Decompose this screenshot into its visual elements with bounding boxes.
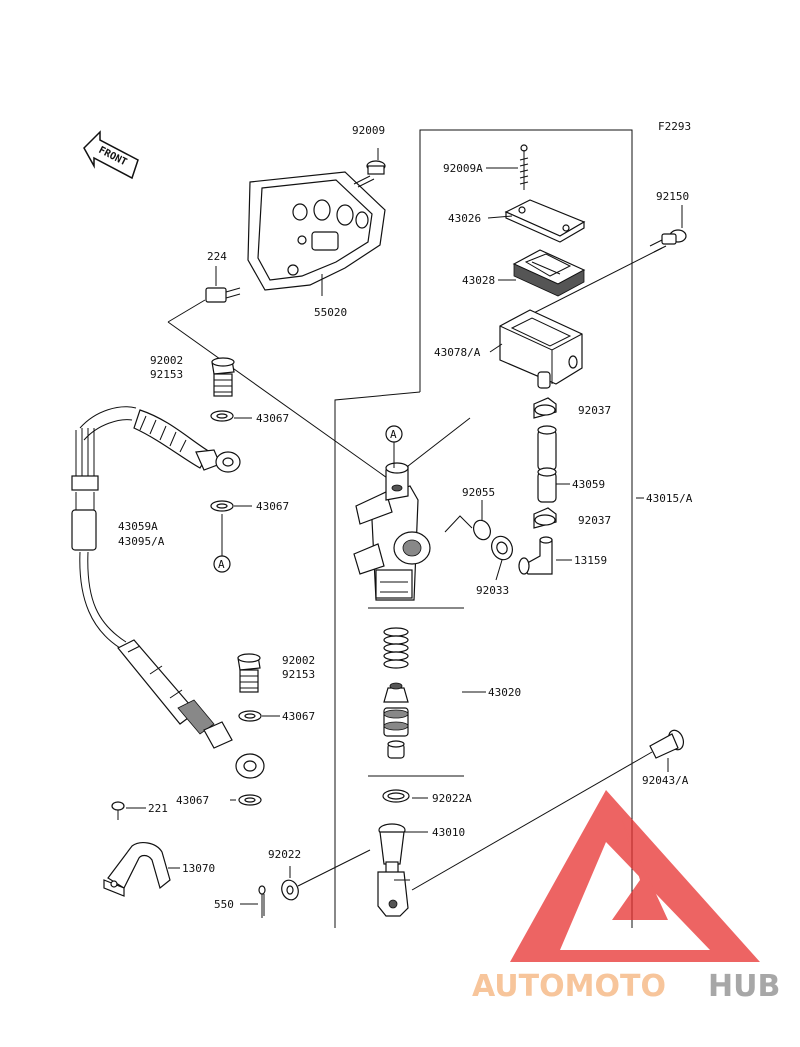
o-ring-part xyxy=(473,519,491,541)
svg-text:A: A xyxy=(218,558,225,571)
label-92002-top: 92002 xyxy=(150,354,183,367)
washer-43067-4-part xyxy=(238,794,262,806)
label-43067-2: 43067 xyxy=(256,500,289,513)
callout-a-top: A xyxy=(385,425,403,468)
guard-plate-part xyxy=(247,171,386,291)
label-43067-3: 43067 xyxy=(282,710,315,723)
label-43078a: 43078/A xyxy=(434,346,481,359)
label-43015a: 43015/A xyxy=(646,492,693,505)
piston-assembly-part xyxy=(383,627,409,759)
reservoir-part xyxy=(499,309,583,389)
label-92055: 92055 xyxy=(462,486,495,499)
cotter-pin-part xyxy=(240,885,266,918)
label-13159: 13159 xyxy=(574,554,607,567)
clamp-92037-bottom-part xyxy=(533,507,557,529)
banjo-bolt-top-part xyxy=(211,357,235,397)
push-rod-part xyxy=(377,823,410,917)
label-92009: 92009 xyxy=(352,124,385,137)
label-92043a: 92043/A xyxy=(642,774,689,787)
callout-a-left: A xyxy=(213,514,231,573)
bolt-92009-part xyxy=(353,148,386,188)
screw-92009a-part xyxy=(519,144,529,190)
label-92037-top: 92037 xyxy=(578,404,611,417)
washer-92033-part xyxy=(491,535,513,561)
watermark-text-hub: HUB xyxy=(708,969,780,1004)
label-43020: 43020 xyxy=(488,686,521,699)
circlip-part xyxy=(382,789,410,803)
frame-lines xyxy=(167,129,633,928)
label-92153-mid: 92153 xyxy=(282,668,315,681)
label-92022a: 92022A xyxy=(432,792,472,805)
label-92033: 92033 xyxy=(476,584,509,597)
label-55020: 55020 xyxy=(314,306,347,319)
hose-clamp-part xyxy=(103,842,180,897)
elbow-fitting-part xyxy=(518,536,553,575)
label-92153-top: 92153 xyxy=(150,368,183,381)
watermark-text-automoto: AUTOMOTO xyxy=(472,969,666,1004)
washer-92022-part xyxy=(281,849,371,901)
figure-code: F2293 xyxy=(658,120,691,133)
label-43067-4: 43067 xyxy=(176,794,209,807)
reservoir-cap-part xyxy=(504,199,586,243)
pin-92043a-part xyxy=(411,729,685,891)
label-224: 224 xyxy=(207,250,227,263)
label-43010: 43010 xyxy=(432,826,465,839)
screw-221-part xyxy=(111,801,146,820)
label-221: 221 xyxy=(148,802,168,815)
clamp-92037-top-part xyxy=(533,397,557,419)
label-43028: 43028 xyxy=(462,274,495,287)
hose-43059-part xyxy=(537,425,557,503)
svg-text:A: A xyxy=(390,428,397,441)
label-43067-1: 43067 xyxy=(256,412,289,425)
master-cylinder-body-part xyxy=(353,462,431,601)
leader-lines xyxy=(230,167,644,833)
label-43095a: 43095/A xyxy=(118,535,165,548)
brake-hose-part xyxy=(71,406,265,779)
bolt-224-part xyxy=(205,266,241,303)
label-13070: 13070 xyxy=(182,862,215,875)
label-550: 550 xyxy=(214,898,234,911)
bolt-92150-part xyxy=(511,205,687,325)
front-arrow-icon: FRONT xyxy=(83,130,139,180)
label-92002-mid: 92002 xyxy=(282,654,315,667)
washer-43067-1-part xyxy=(210,410,252,422)
label-92037-bottom: 92037 xyxy=(578,514,611,527)
spring-part xyxy=(383,627,409,669)
label-43026: 43026 xyxy=(448,212,481,225)
label-92022: 92022 xyxy=(268,848,301,861)
label-43059: 43059 xyxy=(572,478,605,491)
part-labels: 92009 92009A 43026 92150 43028 224 55020… xyxy=(118,124,693,911)
diaphragm-part xyxy=(512,249,586,297)
banjo-bolt-mid-part xyxy=(237,653,261,693)
label-92150: 92150 xyxy=(656,190,689,203)
washer-43067-3-part xyxy=(238,710,280,722)
label-43059a: 43059A xyxy=(118,520,158,533)
washer-43067-2-part xyxy=(210,500,252,512)
label-92009a: 92009A xyxy=(443,162,483,175)
automotohub-watermark-logo: AUTOMOTO HUB xyxy=(472,790,780,1004)
